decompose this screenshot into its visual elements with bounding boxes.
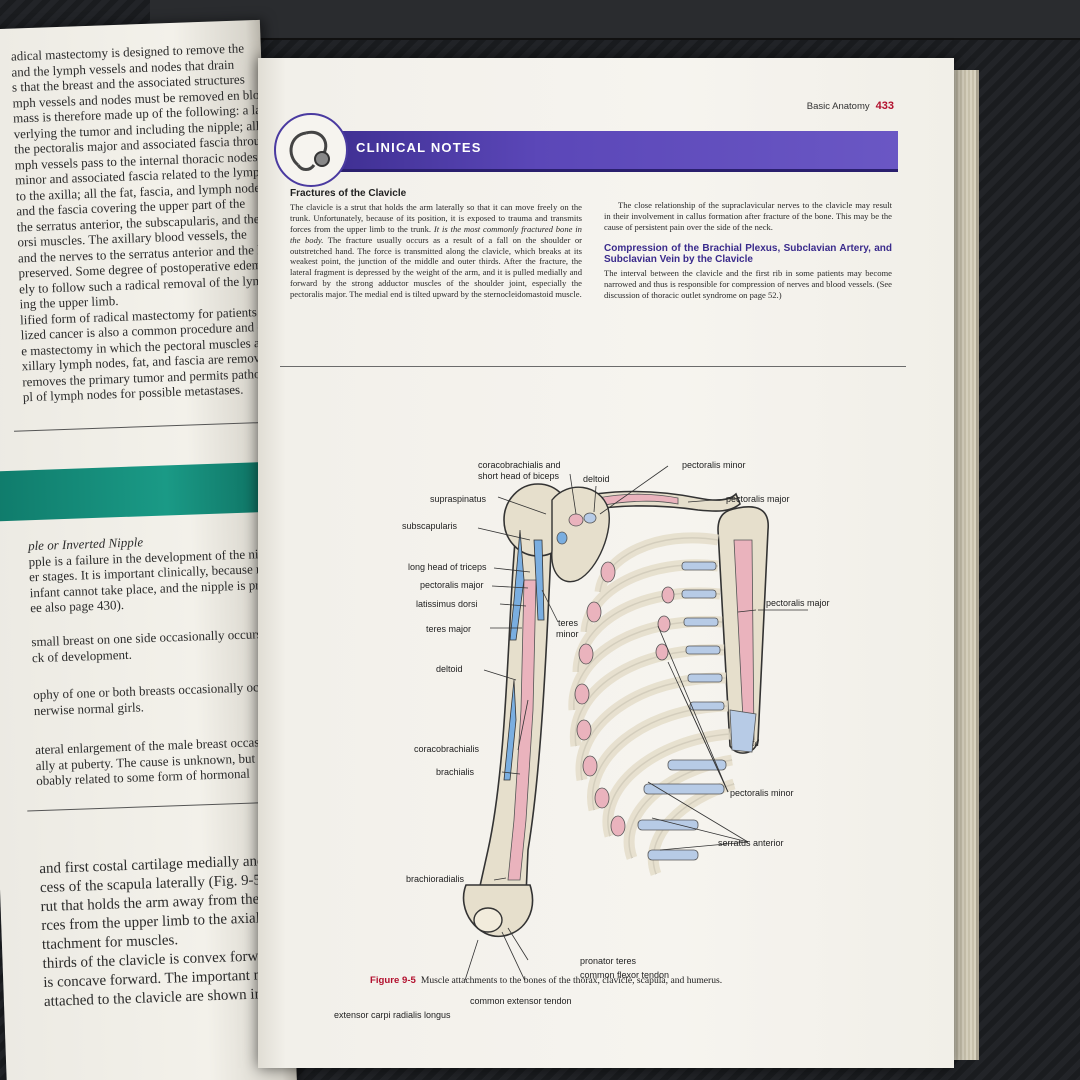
label-pectoralis-minor-top: pectoralis minor	[682, 460, 746, 470]
atrophy-text: ophy of one or both breasts occasionally…	[33, 678, 284, 718]
clinical-notes-title: CLINICAL NOTES	[356, 140, 482, 155]
left-page-rule-2	[27, 801, 278, 812]
figure-number: Figure 9-5	[370, 975, 416, 986]
label-subscapularis: subscapularis	[402, 521, 458, 531]
clinical-notes-band	[298, 131, 898, 172]
mastectomy-text: adical mastectomy is designed to remove …	[11, 40, 298, 405]
label-supraspinatus: supraspinatus	[430, 494, 487, 504]
label-pronator-teres: pronator teres	[580, 956, 637, 966]
anatomy-figure: coracobrachialis and short head of bicep…	[334, 380, 898, 1020]
label-long-head-triceps: long head of triceps	[408, 562, 487, 572]
label-common-extensor-tendon: common extensor tendon	[470, 996, 572, 1006]
label-brachioradialis: brachioradialis	[406, 874, 465, 884]
figure-caption: Figure 9-5 Muscle attachments to the bone…	[370, 975, 722, 986]
stethoscope-icon	[274, 113, 348, 187]
book-cover-edge	[150, 0, 1080, 40]
gynecomastia-text: ateral enlargement of the male breast oc…	[35, 733, 286, 788]
label-latissimus-dorsi: latissimus dorsi	[416, 599, 478, 609]
compression-body: The interval between the clavicle and th…	[604, 267, 892, 300]
label-common-flexor-tendon: common flexor tendon	[580, 970, 670, 980]
label-serratus-anterior: serratus anterior	[718, 838, 784, 848]
fractures-body: The clavicle is a strut that holds the a…	[290, 201, 582, 300]
label-pectoralis-major-right: pectoralis major	[766, 598, 830, 608]
running-head-section: Basic Anatomy	[806, 101, 870, 112]
nipple-text: pple is a failure in the development of …	[28, 545, 293, 616]
small-breast-text: small breast on one side occasionally oc…	[31, 626, 282, 666]
supraclavicular-paragraph: The close relationship of the supraclavi…	[604, 200, 892, 232]
label-brachialis: brachialis	[436, 767, 475, 777]
fractures-heading: Fractures of the Clavicle	[290, 188, 407, 199]
skeleton-illustration	[457, 465, 808, 1003]
right-page: Basic Anatomy 433 CLINICAL NOTES Fracture…	[258, 58, 954, 1068]
label-extensor-carpi-radialis-longus: extensor carpi radialis longus	[334, 1010, 451, 1020]
left-page-rule	[14, 421, 264, 432]
label-pectoralis-major-top: pectoralis major	[726, 494, 790, 504]
left-page-clinical-band	[0, 461, 287, 522]
label-coracobrachialis-short-biceps-1: coracobrachialis and	[478, 460, 561, 470]
clavicle-text: and first costal cartilage medially and …	[39, 851, 298, 1012]
fractures-column: Fractures of the Clavicle The clavicle i…	[290, 188, 582, 300]
label-coracobrachialis: coracobrachialis	[414, 744, 480, 754]
label-coracobrachialis-short-biceps-2: short head of biceps	[478, 471, 560, 481]
right-column: The close relationship of the supraclavi…	[604, 200, 892, 300]
compression-heading: Compression of the Brachial Plexus, Subc…	[604, 242, 892, 266]
label-deltoid-top: deltoid	[583, 474, 610, 484]
label-teres-minor-2: minor	[556, 629, 579, 639]
label-teres-minor-1: teres	[558, 618, 579, 628]
nipple-section: ple or Inverted Nipple pple is a failure…	[28, 530, 293, 616]
section-divider	[280, 366, 906, 367]
label-pectoralis-minor-ribs: pectoralis minor	[730, 788, 794, 798]
page-number: 433	[875, 100, 894, 112]
label-teres-major: teres major	[426, 624, 472, 634]
label-artist-mark: td	[752, 738, 760, 748]
label-pectoralis-major-arm: pectoralis major	[420, 580, 484, 590]
figure-caption-text: Muscle attachments to the bones of the t…	[420, 975, 723, 986]
label-deltoid-arm: deltoid	[436, 664, 463, 674]
running-head: Basic Anatomy 433	[807, 100, 894, 112]
left-page: adical mastectomy is designed to remove …	[0, 19, 298, 1080]
